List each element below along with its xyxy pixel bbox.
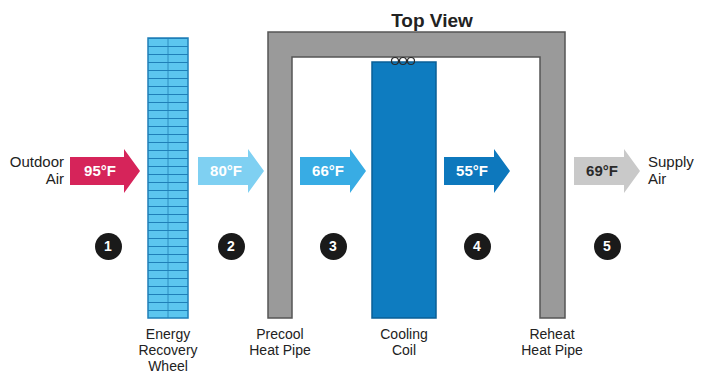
- temperature-arrow: 55°F: [444, 149, 510, 193]
- temperature-label: 66°F: [312, 162, 344, 180]
- temperature-label: 80°F: [210, 162, 242, 180]
- component-label: Energy Recovery Wheel: [131, 326, 205, 374]
- callout-number: 2: [227, 238, 235, 254]
- heat-pipe-frame: [268, 32, 565, 318]
- diagram-title: Top View: [391, 10, 473, 32]
- callout-circle: 1: [95, 233, 122, 260]
- temperature-label: 95°F: [84, 162, 116, 180]
- recovery-wheel: [148, 38, 188, 318]
- temperature-arrow: 69°F: [574, 149, 640, 193]
- inlet-label: Outdoor Air: [4, 153, 64, 187]
- callout-circle: 5: [594, 233, 621, 260]
- coil-loops: [392, 58, 415, 65]
- callout-circle: 2: [218, 233, 245, 260]
- outlet-label: Supply Air: [648, 153, 706, 187]
- component-label: Cooling Coil: [368, 326, 440, 358]
- component-label: Precool Heat Pipe: [244, 326, 316, 358]
- callout-circle: 3: [320, 233, 347, 260]
- cooling-coil: [372, 62, 436, 318]
- callout-number: 3: [329, 238, 337, 254]
- temperature-arrow: 66°F: [300, 149, 366, 193]
- callout-circle: 4: [464, 233, 491, 260]
- temperature-arrow: 95°F: [70, 149, 140, 193]
- callout-number: 5: [603, 238, 611, 254]
- temperature-label: 69°F: [586, 162, 618, 180]
- component-label: Reheat Heat Pipe: [516, 326, 588, 358]
- temperature-arrow: 80°F: [198, 149, 264, 193]
- temperature-label: 55°F: [456, 162, 488, 180]
- callout-number: 1: [104, 238, 112, 254]
- callout-number: 4: [473, 238, 481, 254]
